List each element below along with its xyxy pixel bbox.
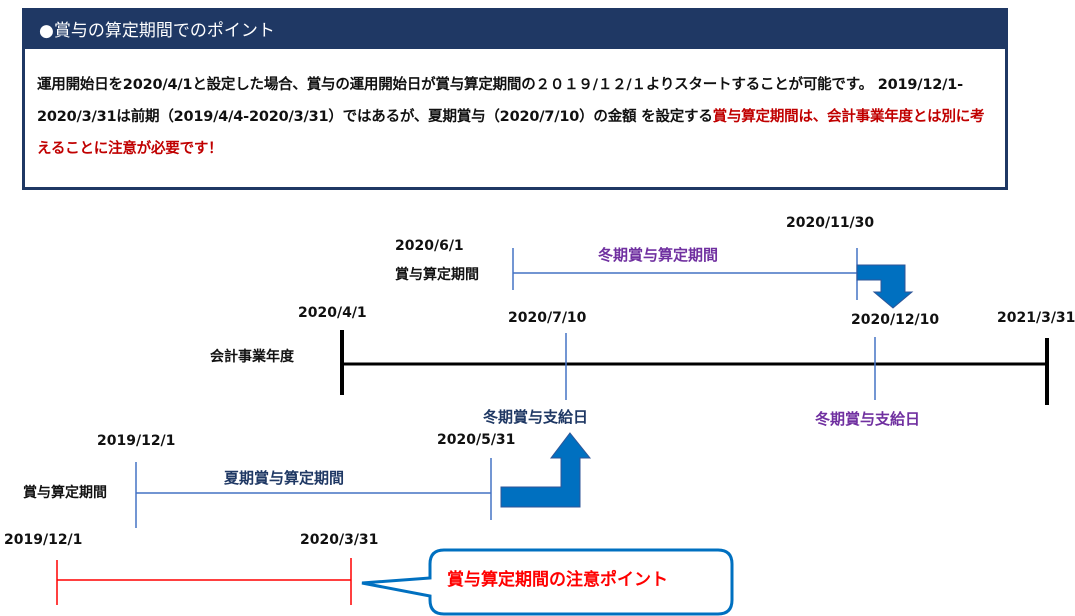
callout-bubble [361, 548, 734, 616]
up-arrow [500, 432, 592, 508]
point-box-body: 運用開始日を2020/4/1と設定した場合、賞与の運用開始日が賞与算定期間の２０… [37, 69, 997, 165]
bottom-start-date: 2019/12/1 [97, 433, 176, 449]
fiscal-start-date: 2020/4/1 [298, 305, 367, 321]
red-end-date: 2020/3/31 [300, 532, 379, 548]
red-start-date: 2019/12/1 [4, 532, 83, 548]
point-box: ●賞与の算定期間でのポイント 運用開始日を2020/4/1と設定した場合、賞与の… [22, 8, 1008, 190]
fiscal-end-date: 2021/3/31 [997, 310, 1075, 326]
payment-date-july: 2020/7/10 [508, 310, 587, 326]
callout-text: 賞与算定期間の注意ポイント [447, 570, 668, 590]
bottom-end-date: 2020/5/31 [437, 432, 516, 448]
top-row-label: 賞与算定期間 [395, 267, 479, 283]
body-warning-text: 賞与算定期間は、会計事業年度とは別に考えることに注意が必要です！ [37, 109, 985, 157]
top-start-date: 2020/6/1 [395, 238, 464, 254]
bottom-row-label: 賞与算定期間 [23, 485, 107, 501]
payment-date-december: 2020/12/10 [851, 312, 940, 328]
payment-label-july: 冬期賞与支給日 [483, 408, 589, 426]
summer-period-line [135, 458, 492, 528]
body-text: 運用開始日を2020/4/1と設定した場合、賞与の運用開始日が賞与算定期間の２０… [37, 77, 963, 125]
payment-label-december: 冬期賞与支給日 [815, 410, 921, 428]
point-box-title: ●賞与の算定期間でのポイント [25, 11, 1005, 49]
fiscal-year-line [340, 330, 1049, 405]
summer-period-label: 夏期賞与算定期間 [224, 469, 345, 487]
down-arrow [856, 264, 914, 309]
top-end-date: 2020/11/30 [786, 215, 875, 231]
winter-period-label: 冬期賞与算定期間 [598, 246, 719, 264]
red-period-line [56, 558, 352, 605]
fiscal-row-label: 会計事業年度 [210, 349, 294, 365]
